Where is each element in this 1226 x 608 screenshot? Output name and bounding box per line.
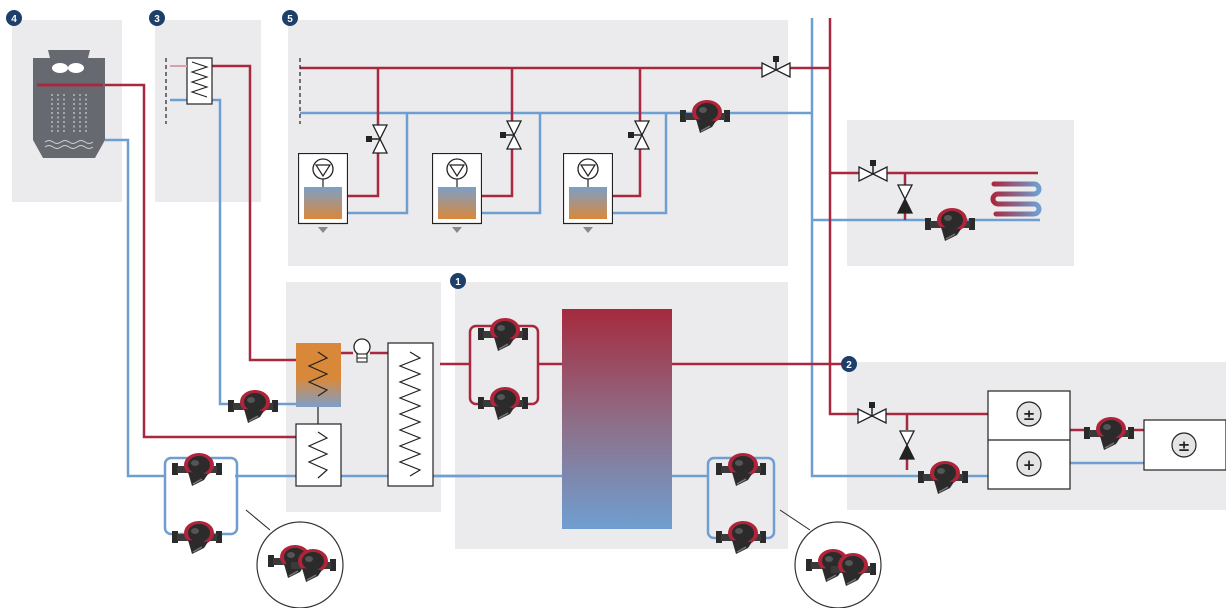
magnifier-twin-pump-left	[245, 509, 344, 608]
magnifier-twin-pump-right	[779, 509, 882, 608]
zone-badge-1: 1	[450, 273, 466, 289]
hot-pipes	[105, 18, 1144, 470]
zone-label: 3	[154, 14, 160, 25]
zone-5-background	[288, 20, 788, 266]
zone-3-background	[155, 20, 261, 202]
plus-minus-icon: ±	[1178, 437, 1191, 455]
zone-badge-3: 3	[149, 10, 165, 26]
consumer-units	[987, 390, 1226, 490]
bulb-icon	[353, 338, 371, 363]
plus-icon: +	[1023, 456, 1036, 474]
zone-label: 2	[846, 360, 852, 371]
terminal-units	[298, 153, 613, 233]
terminal-unit-3	[563, 153, 613, 233]
zone-badge-5: 5	[282, 10, 298, 26]
terminal-unit-1	[298, 153, 348, 233]
pump-icon	[172, 520, 222, 555]
zone-label: 1	[455, 277, 461, 288]
plate-heat-exchanger-small	[170, 57, 213, 105]
coil-icon	[990, 181, 1042, 217]
dashed-boundaries	[165, 58, 301, 124]
cooling-tower-icon	[33, 50, 105, 158]
zone-label: 4	[11, 14, 17, 25]
zone-badge-2: 2	[841, 356, 857, 372]
cold-pipes	[105, 18, 1144, 540]
zone-badge-4: 4	[6, 10, 22, 26]
zone-label: 5	[287, 14, 293, 25]
heat-exchanger-block	[295, 342, 434, 487]
terminal-unit-2	[432, 153, 482, 233]
buffer-tank	[562, 309, 672, 529]
plus-minus-icon: ±	[1023, 406, 1036, 424]
pump-icon	[228, 389, 278, 424]
zone-badges: 4 3 5 1 2	[6, 10, 857, 372]
